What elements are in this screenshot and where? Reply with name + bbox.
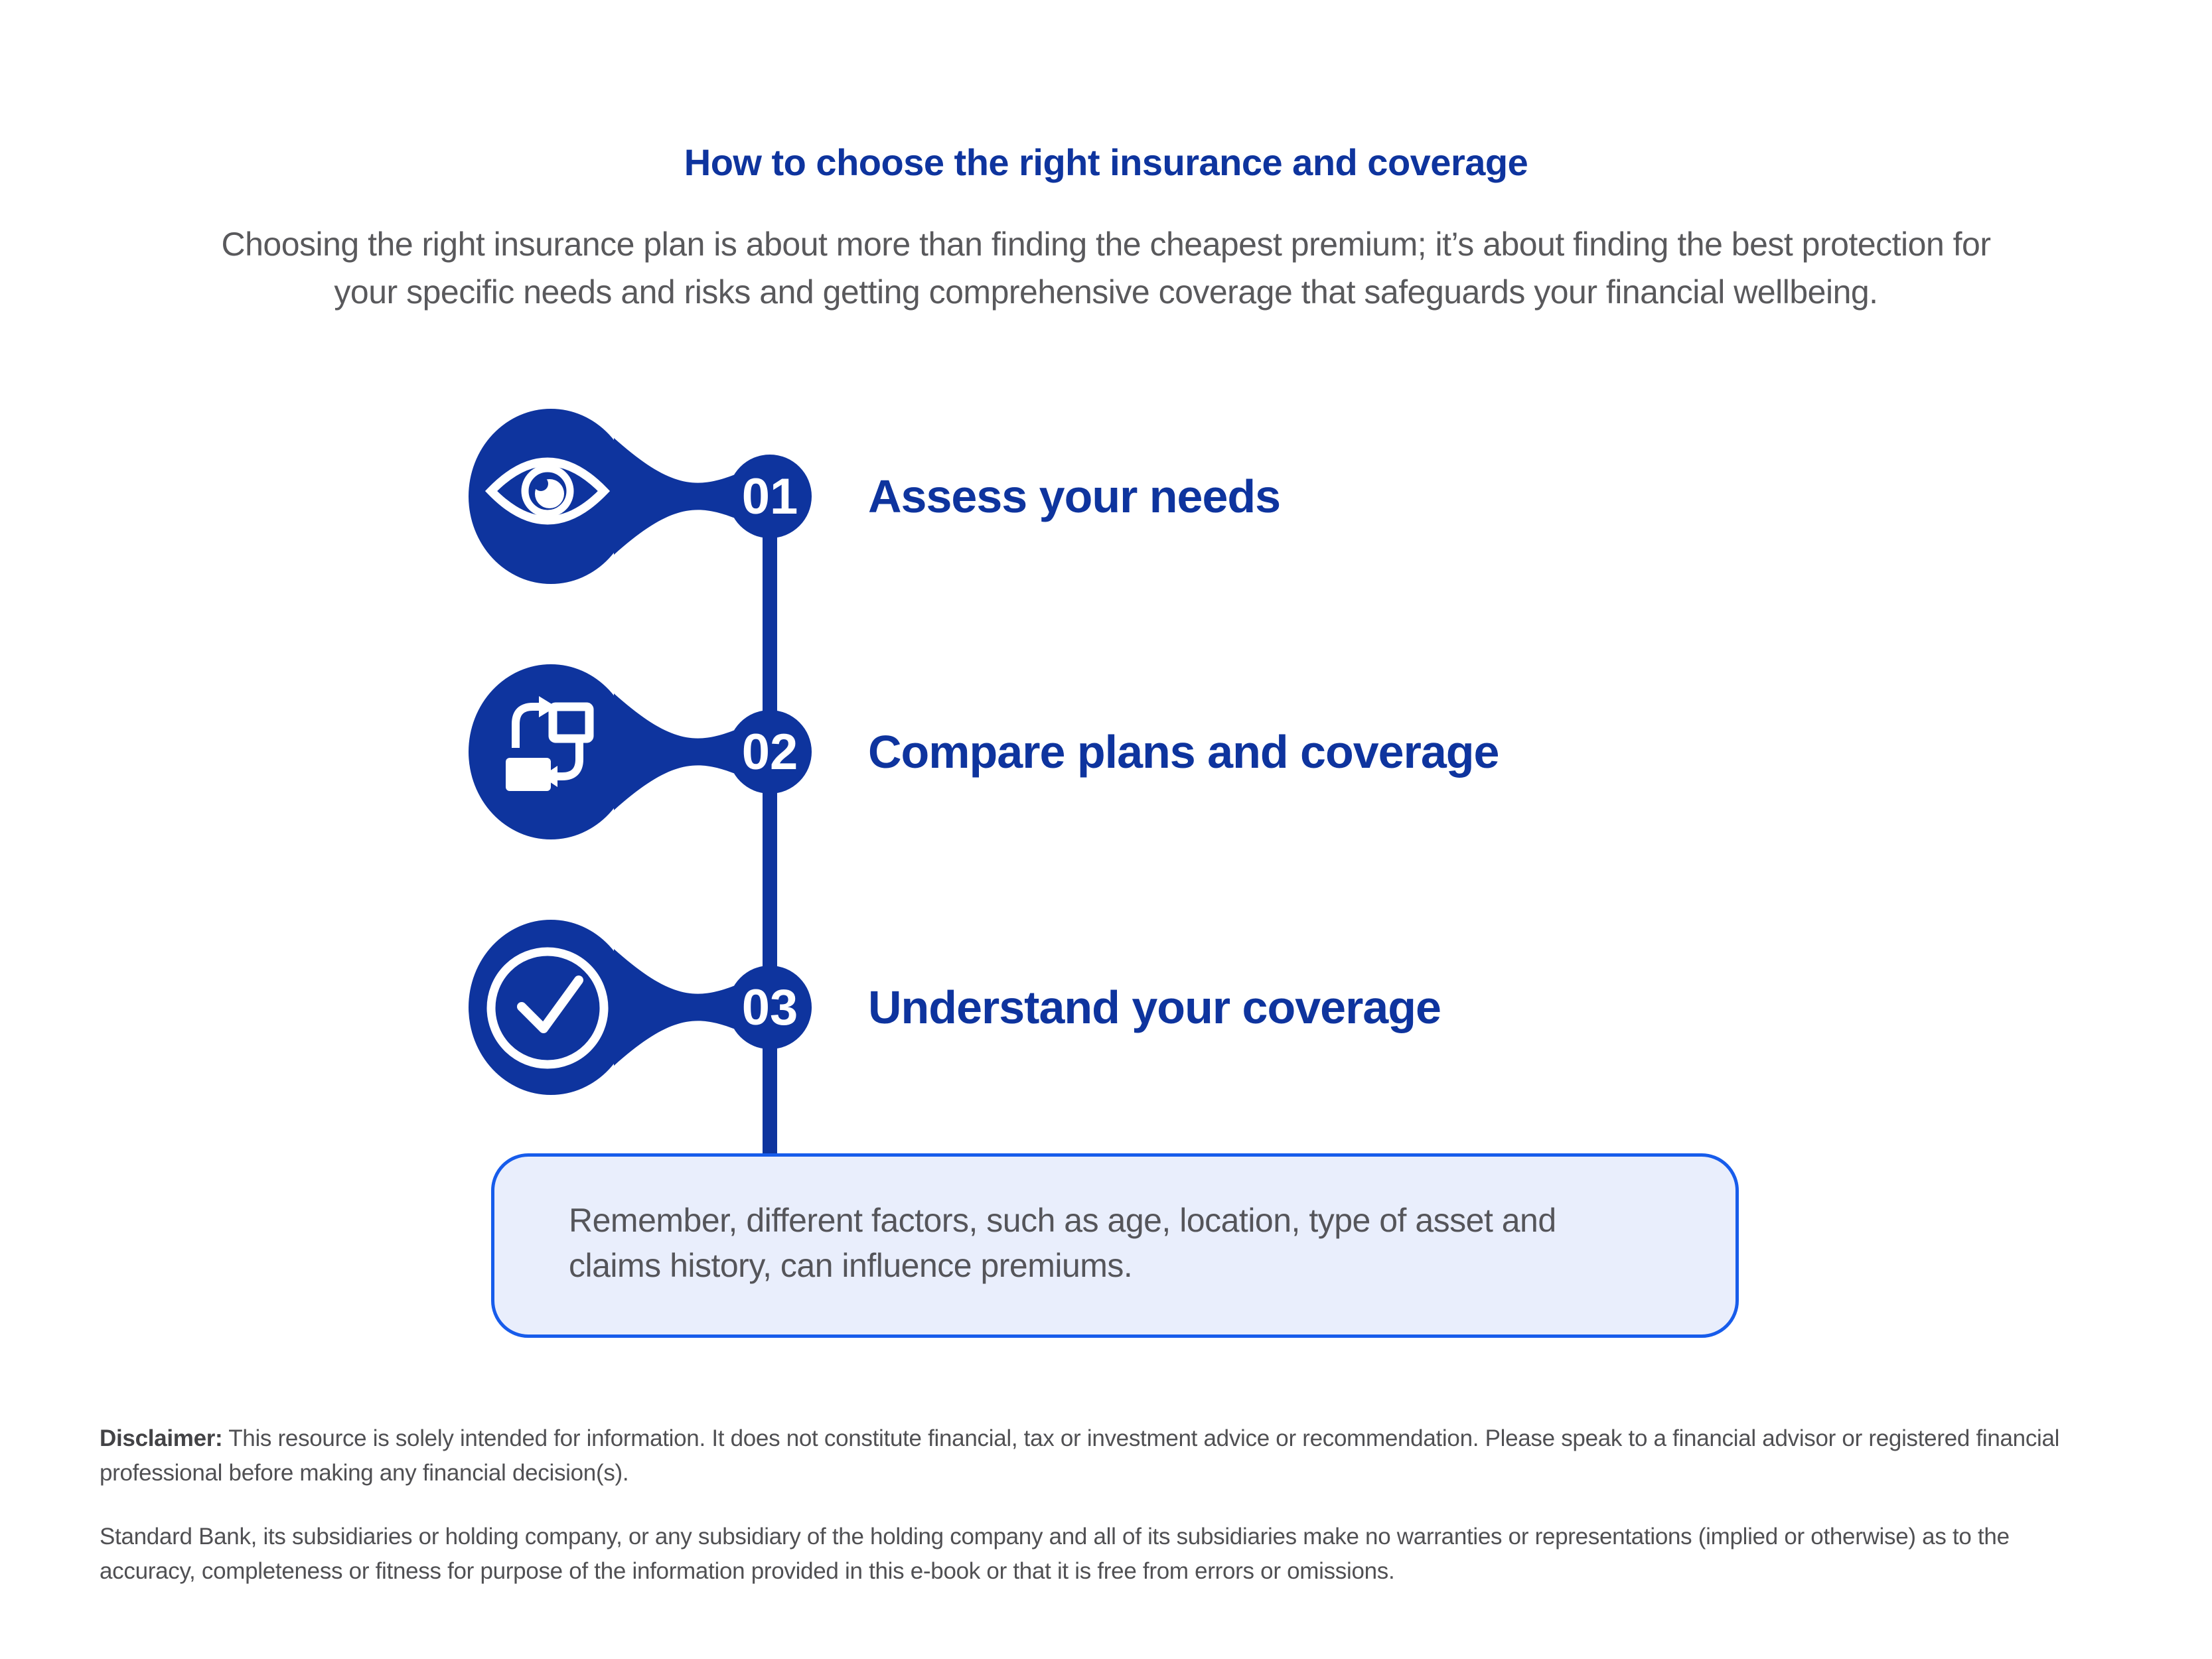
disclaimer-paragraph-1: Disclaimer: This resource is solely inte…	[100, 1421, 2091, 1490]
step-3-number: 03	[742, 979, 798, 1036]
step-1-number: 01	[742, 469, 798, 525]
eye-icon	[484, 457, 611, 525]
intro-line-1: Choosing the right insurance plan is abo…	[221, 226, 1991, 263]
swap-icon	[506, 696, 594, 791]
check-circle-icon	[486, 947, 609, 1069]
step-2-blob	[469, 664, 633, 839]
step-3-label: Understand your coverage	[868, 981, 1441, 1033]
step-3-graphic: 03	[469, 920, 812, 1095]
step-1-number-circle	[728, 455, 812, 538]
callout-line-2: claims history, can influence premiums.	[569, 1247, 1133, 1284]
step-3-neck	[614, 949, 737, 1066]
disclaimer-label: Disclaimer:	[100, 1425, 223, 1451]
step-3-number-circle	[728, 966, 812, 1049]
step-2-label: Compare plans and coverage	[868, 726, 1499, 778]
step-2-graphic: 02	[469, 664, 812, 839]
intro-line-2: your specific needs and risks and gettin…	[334, 273, 1878, 311]
callout-line-1: Remember, different factors, such as age…	[569, 1202, 1556, 1239]
step-1-label: Assess your needs	[868, 470, 1281, 522]
disclaimer-paragraph-2: Standard Bank, its subsidiaries or holdi…	[100, 1524, 2010, 1584]
disclaimer-paragraph-1-text: This resource is solely intended for inf…	[100, 1425, 2060, 1486]
callout-box: Remember, different factors, such as age…	[491, 1153, 1739, 1338]
page-title: How to choose the right insurance and co…	[684, 141, 1528, 183]
step-2-number: 02	[742, 724, 798, 780]
step-2-number-circle	[728, 710, 812, 794]
step-1-graphic: 01	[469, 409, 812, 584]
step-2-neck	[614, 693, 737, 810]
disclaimer-section: Disclaimer: This resource is solely inte…	[100, 1421, 2091, 1589]
intro-paragraph: Choosing the right insurance plan is abo…	[0, 220, 2212, 316]
step-1-neck	[614, 438, 737, 555]
